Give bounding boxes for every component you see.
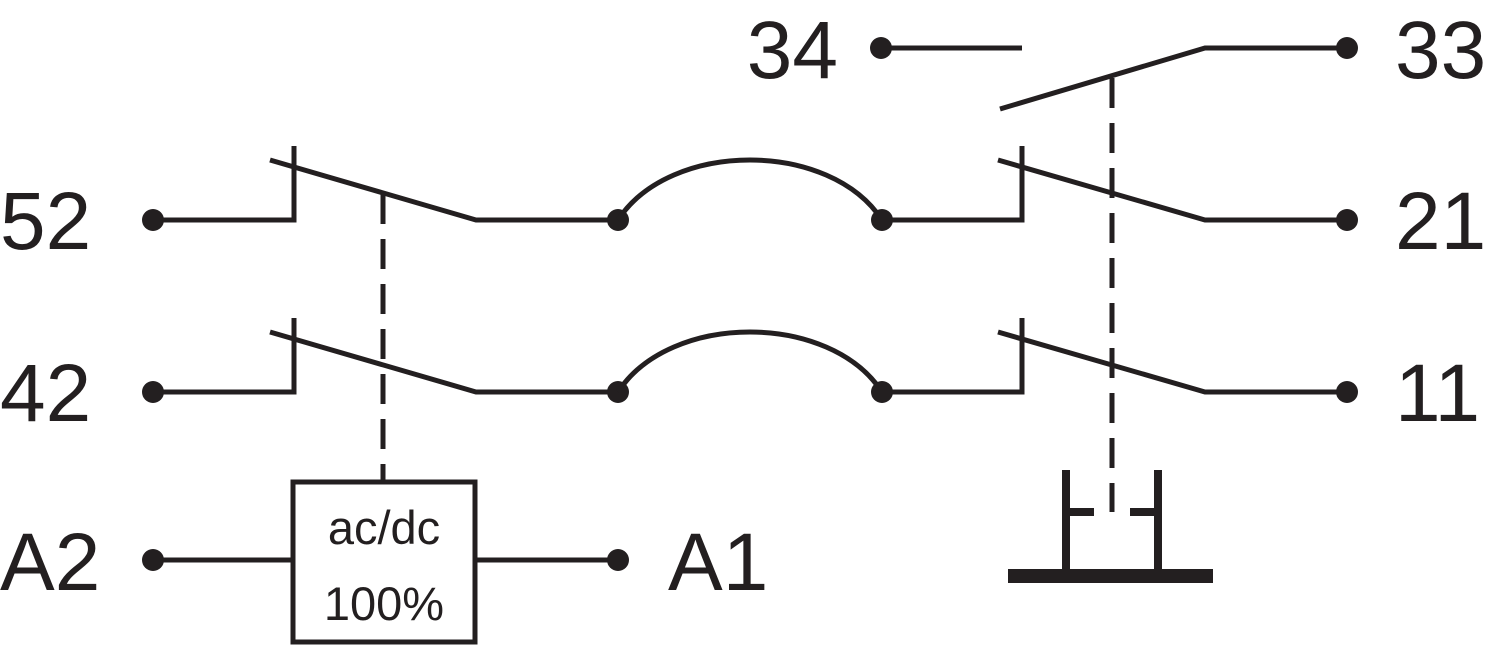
terminal-dot-11 (1336, 381, 1358, 403)
contact-11-left (882, 318, 1025, 395)
contact-21-left (882, 146, 1025, 223)
pushbutton-right-bracket (1130, 470, 1162, 516)
row-42-11 (142, 318, 1358, 403)
label-terminal-52: 52 (0, 176, 91, 267)
terminal-dot-33 (1336, 37, 1358, 59)
blade-52 (269, 157, 618, 223)
row-52-21 (142, 146, 1358, 231)
blade-33 (999, 45, 1347, 112)
pushbutton-symbol (1008, 470, 1213, 583)
link-arc-upper (615, 157, 885, 222)
terminal-dot-21 (1336, 209, 1358, 231)
label-terminal-33: 33 (1395, 5, 1486, 96)
coil-label-line1: ac/dc (328, 501, 440, 554)
contact-42-left (153, 318, 297, 395)
label-terminal-a1: A1 (668, 517, 768, 608)
contact-52-left (153, 146, 297, 223)
label-terminal-34: 34 (747, 5, 838, 96)
label-terminal-11: 11 (1395, 348, 1480, 439)
label-terminal-a2: A2 (0, 517, 100, 608)
coil-circuit: ac/dc 100% (142, 479, 629, 645)
coil-label-line2: 100% (324, 577, 444, 630)
label-terminal-21: 21 (1395, 176, 1486, 267)
blade-21 (997, 157, 1347, 223)
link-arc-lower (615, 329, 885, 394)
label-terminal-42: 42 (0, 348, 91, 439)
contact-34-33 (870, 37, 1358, 112)
blade-11 (997, 329, 1347, 395)
pushbutton-left-bracket (1062, 470, 1094, 516)
terminal-dot-a1 (607, 549, 629, 571)
blade-42 (269, 329, 618, 395)
